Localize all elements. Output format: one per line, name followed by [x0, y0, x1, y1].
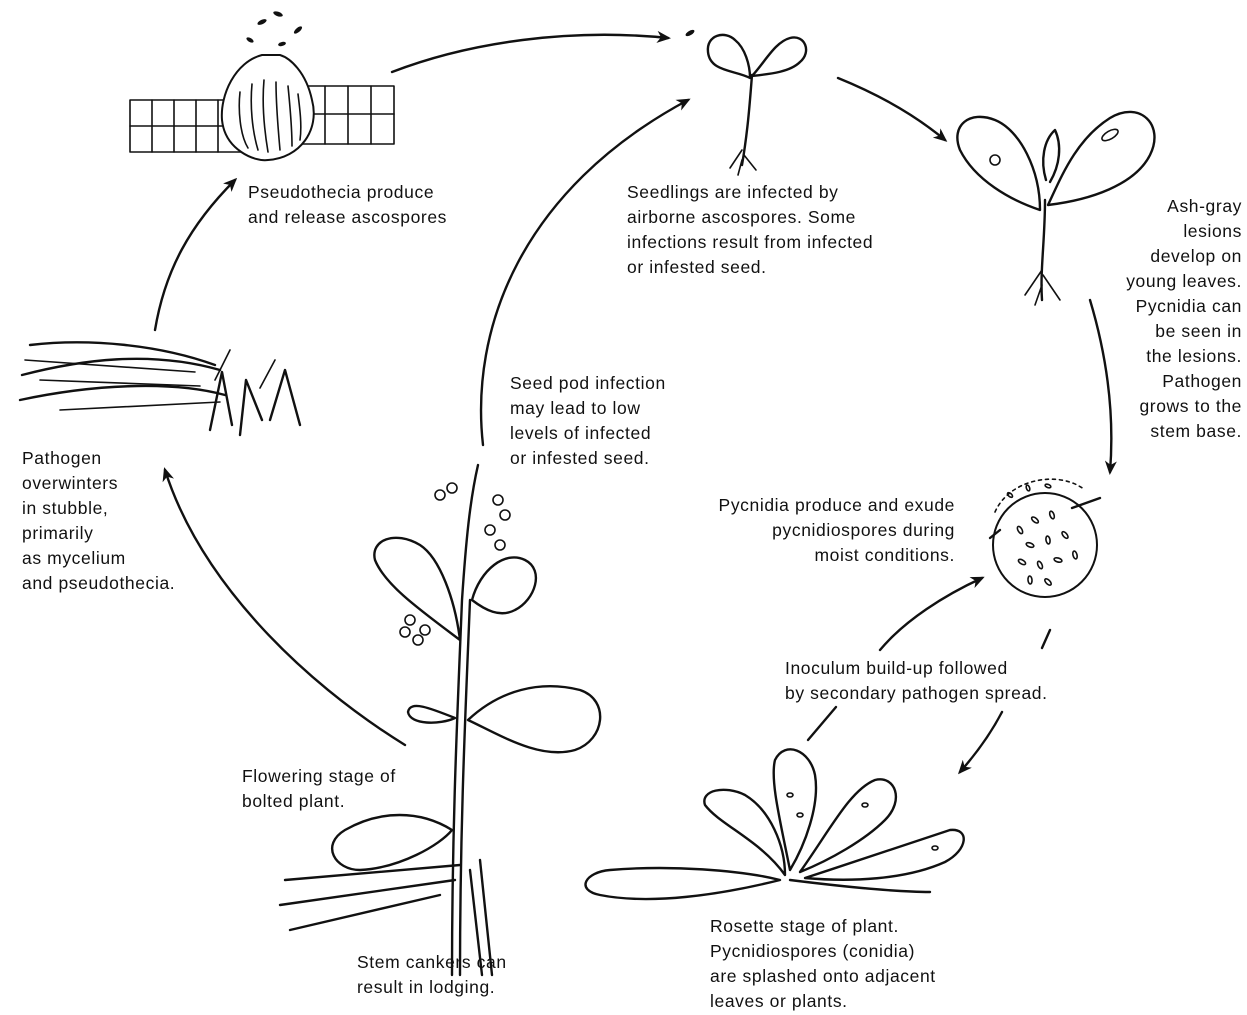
flowering-plant-illustration: [280, 465, 600, 975]
caption-inoculum: Inoculum build-up followed by secondary …: [785, 656, 1048, 706]
rosette-illustration: [586, 749, 964, 899]
caption-seedlings: Seedlings are infected by airborne ascos…: [627, 180, 873, 280]
arrow-inoculum-to-pycnidium: [880, 578, 982, 650]
caption-seedpod: Seed pod infection may lead to low level…: [510, 371, 666, 471]
line-inoculum-to-rosette: [808, 707, 836, 740]
caption-flowering: Flowering stage of bolted plant.: [242, 764, 396, 814]
caption-pycnidia: Pycnidia produce and exude pycnidiospore…: [650, 493, 955, 568]
arrow-stubble-to-pseudothecia: [155, 180, 235, 330]
stubble-illustration: [20, 342, 300, 435]
pycnidium-illustration: [990, 479, 1100, 597]
caption-overwinter: Pathogen overwinters in stubble, primari…: [22, 446, 175, 596]
arrow-pseudothecia-to-seedling: [392, 35, 668, 72]
pseudothecium-illustration: [130, 10, 695, 160]
arrow-pycnidium-to-rosette: [960, 712, 1002, 772]
arrow-flowering-to-stubble: [165, 470, 405, 745]
seedling-illustration: [708, 35, 806, 175]
caption-lesions: Ash-gray lesions develop on young leaves…: [1082, 194, 1242, 444]
caption-pseudothecia: Pseudothecia produce and release ascospo…: [248, 180, 447, 230]
caption-stem-cankers: Stem cankers can result in lodging.: [357, 950, 507, 1000]
line-pycnidium-tick: [1042, 630, 1050, 648]
arrow-seedling-to-leaves: [838, 78, 945, 140]
caption-rosette: Rosette stage of plant. Pycnidiospores (…: [710, 914, 936, 1014]
